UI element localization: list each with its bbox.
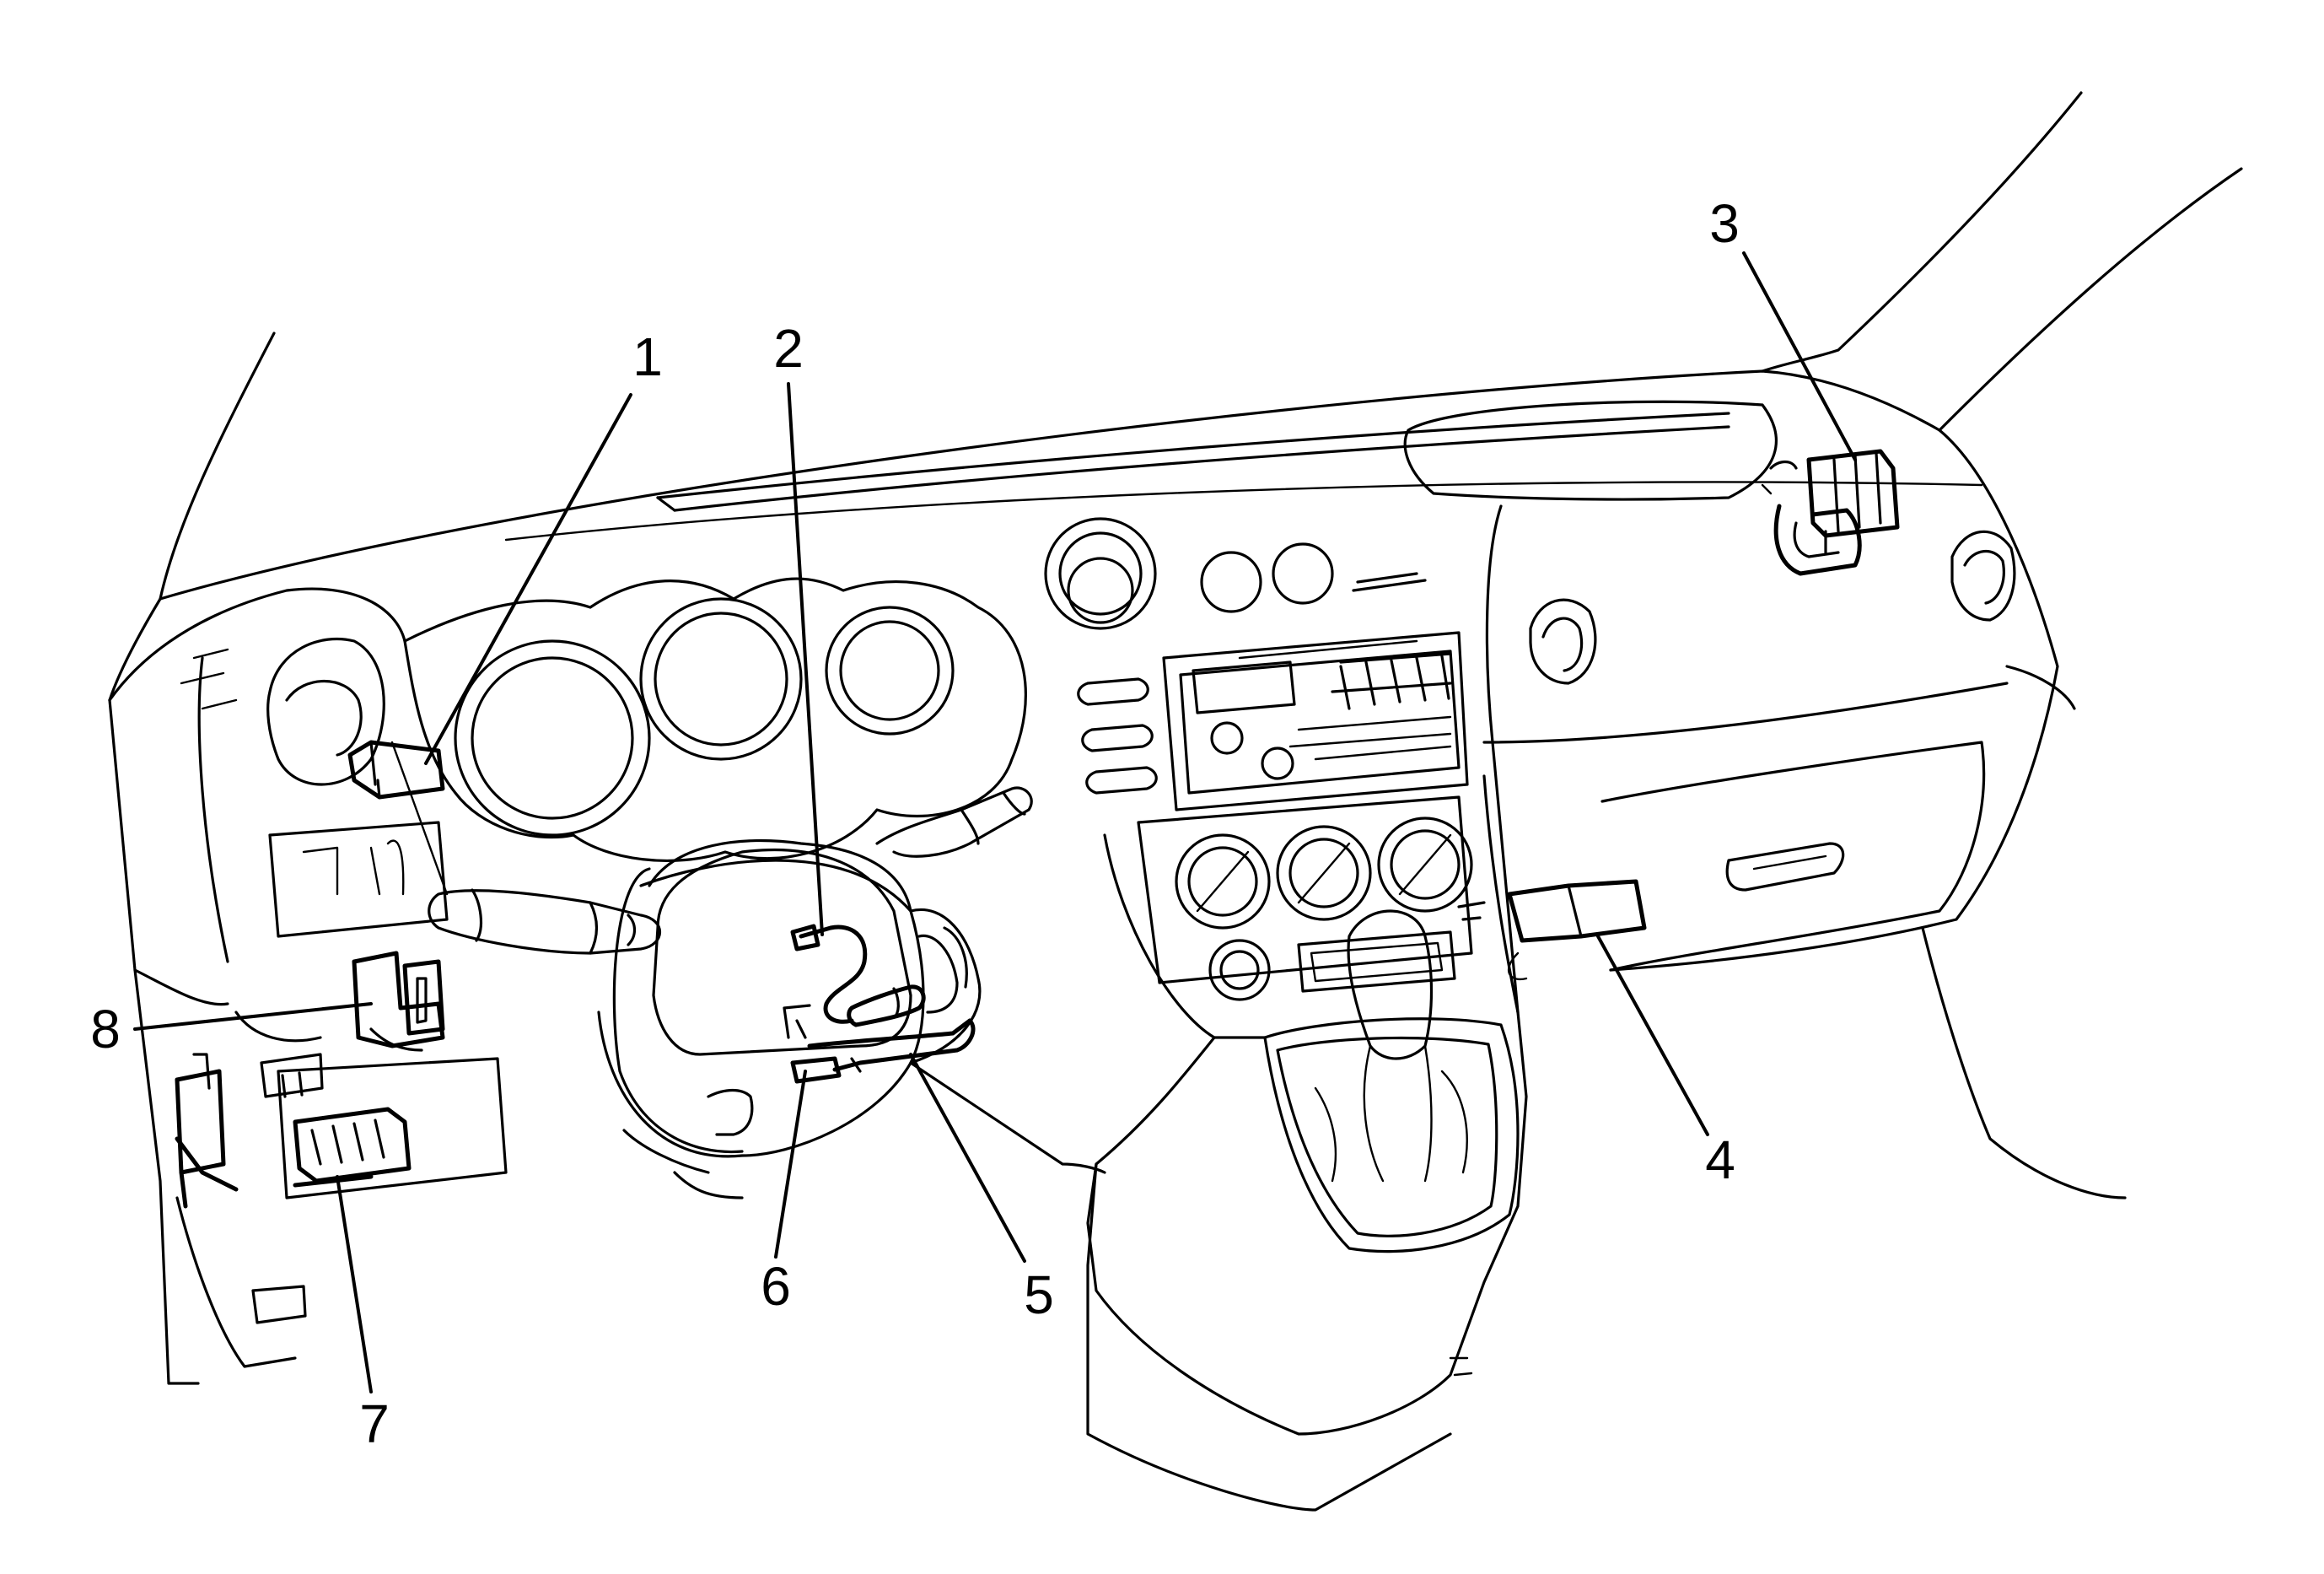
steering-column	[390, 741, 1106, 1199]
callout-5: 5	[1024, 1264, 1054, 1325]
leader-7	[336, 1175, 373, 1393]
callout-6: 6	[761, 1256, 791, 1317]
leader-8	[133, 1002, 373, 1031]
component-1	[347, 740, 445, 800]
callout-labels: 1 2 3 4 5 6 7 8	[90, 193, 1740, 1454]
component-5	[807, 1018, 976, 1073]
leader-4	[1596, 935, 1709, 1136]
leader-3	[1742, 251, 1857, 461]
callout-2: 2	[773, 318, 804, 379]
dash-top	[108, 369, 1983, 710]
climate-controls	[1137, 795, 1473, 1001]
callout-8: 8	[90, 999, 121, 1059]
shift-console	[1086, 774, 1528, 1512]
leader-5	[909, 1053, 1026, 1263]
windshield-frame	[159, 91, 2243, 601]
component-2	[790, 924, 926, 1027]
left-dash-panel	[108, 587, 508, 1385]
leader-1	[424, 393, 632, 765]
callout-1: 1	[632, 326, 663, 387]
component-4	[1457, 879, 1647, 981]
center-stack	[1044, 517, 1469, 811]
component-7	[175, 1053, 412, 1209]
leader-2	[787, 382, 824, 936]
right-dash	[1482, 429, 2127, 1199]
instrument-cluster	[403, 577, 1027, 863]
callout-4: 4	[1705, 1129, 1735, 1190]
leader-6	[774, 1070, 807, 1259]
component-3	[1761, 449, 1900, 576]
component-8	[352, 951, 445, 1052]
callout-7: 7	[359, 1393, 390, 1454]
callout-3: 3	[1709, 193, 1740, 254]
component-6	[783, 1004, 842, 1084]
leader-lines	[133, 251, 1857, 1393]
